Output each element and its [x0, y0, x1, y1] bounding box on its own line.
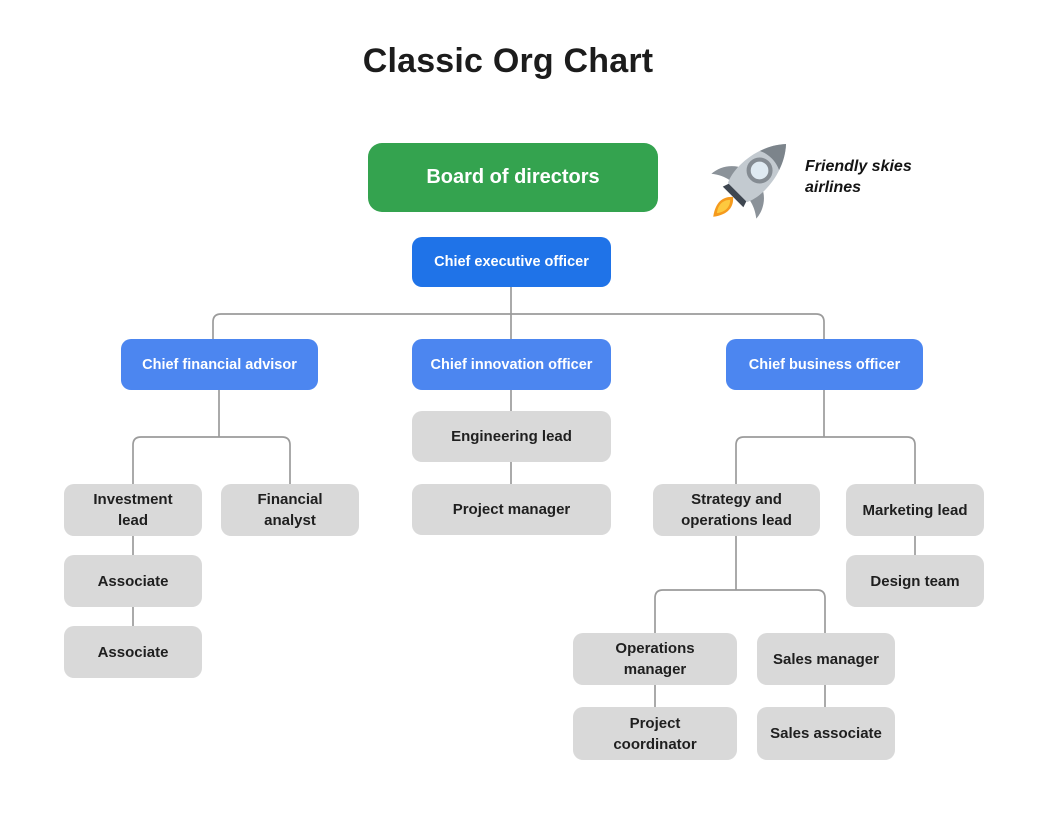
node-project-coordinator[interactable]: Project coordinator: [573, 707, 737, 760]
node-strategy-operations-lead[interactable]: Strategy and operations lead: [653, 484, 820, 536]
page-title: Classic Org Chart: [362, 42, 654, 80]
company-logo: Friendly skies airlines: [698, 118, 938, 238]
node-investment-lead[interactable]: Investment lead: [64, 484, 202, 536]
node-board-of-directors[interactable]: Board of directors: [368, 143, 658, 212]
node-chief-business-officer[interactable]: Chief business officer: [726, 339, 923, 390]
node-sales-manager[interactable]: Sales manager: [757, 633, 895, 685]
connector-cbo-children: [735, 436, 916, 484]
connector-ceo-children: [212, 313, 825, 339]
node-chief-financial-advisor[interactable]: Chief financial advisor: [121, 339, 318, 390]
node-associate-1[interactable]: Associate: [64, 555, 202, 607]
connector-strategy-children: [654, 589, 826, 633]
node-associate-2[interactable]: Associate: [64, 626, 202, 678]
node-chief-executive-officer[interactable]: Chief executive officer: [412, 237, 611, 287]
node-chief-innovation-officer[interactable]: Chief innovation officer: [412, 339, 611, 390]
node-marketing-lead[interactable]: Marketing lead: [846, 484, 984, 536]
node-project-manager[interactable]: Project manager: [412, 484, 611, 535]
node-sales-associate[interactable]: Sales associate: [757, 707, 895, 760]
connector-cfa-children: [132, 436, 291, 484]
company-name: Friendly skies airlines: [805, 158, 912, 196]
node-engineering-lead[interactable]: Engineering lead: [412, 411, 611, 462]
node-design-team[interactable]: Design team: [846, 555, 984, 607]
rocket-icon: [711, 144, 787, 219]
node-financial-analyst[interactable]: Financial analyst: [221, 484, 359, 536]
node-operations-manager[interactable]: Operations manager: [573, 633, 737, 685]
